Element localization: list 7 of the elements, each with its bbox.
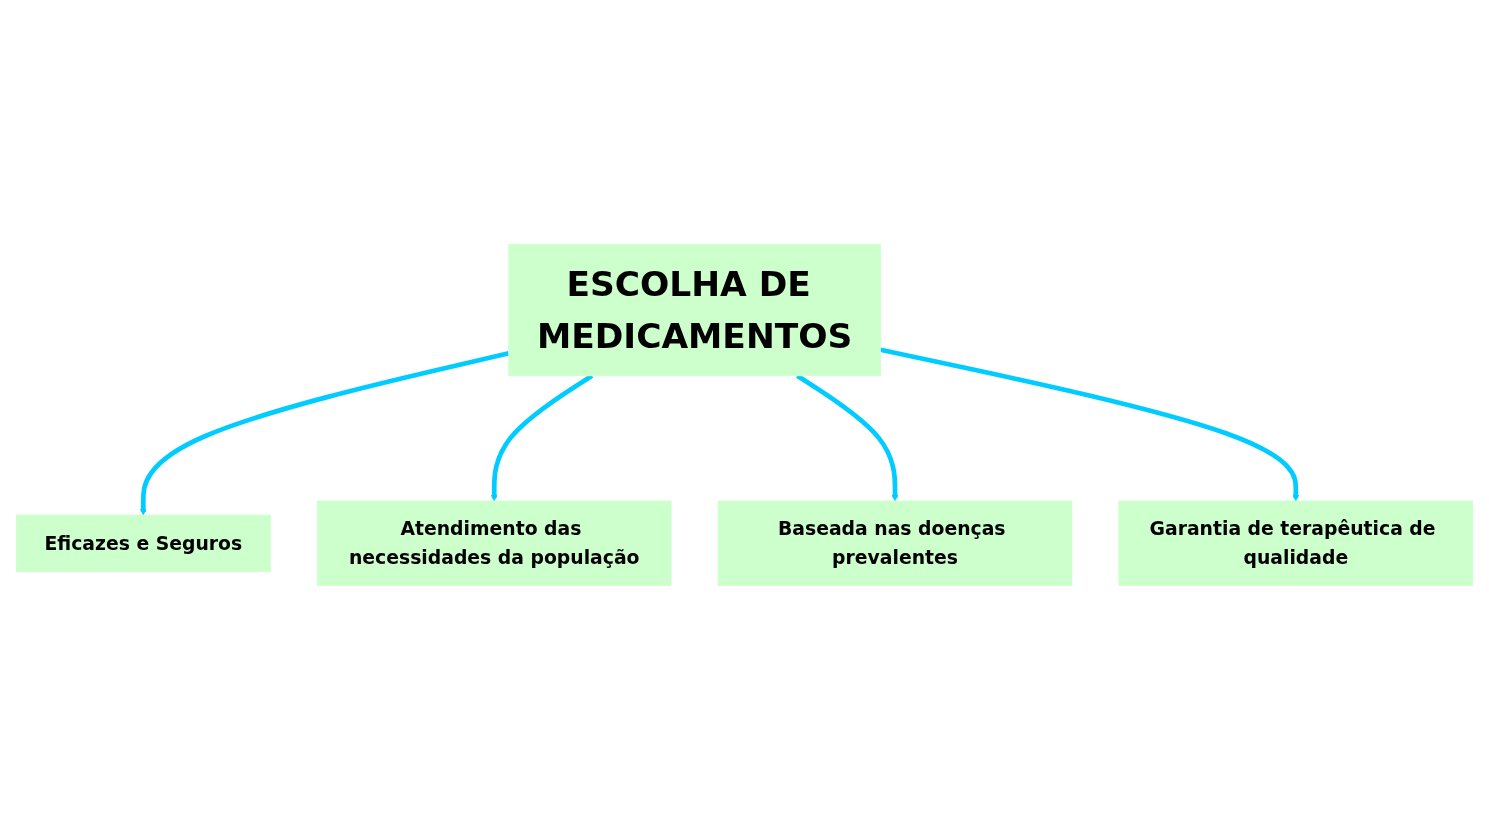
node-box: Baseada nas doenças prevalentes [717,500,1073,587]
node-box: ESCOLHA DE MEDICAMENTOS [508,243,881,377]
arrow [139,351,510,516]
node-box: Atendimento das necessidades da população [316,500,672,587]
node-box: Garantia de terapêutica de qualidade [1118,500,1474,587]
arrow [880,347,1300,502]
node-box: Eficazes e Seguros [15,514,271,572]
